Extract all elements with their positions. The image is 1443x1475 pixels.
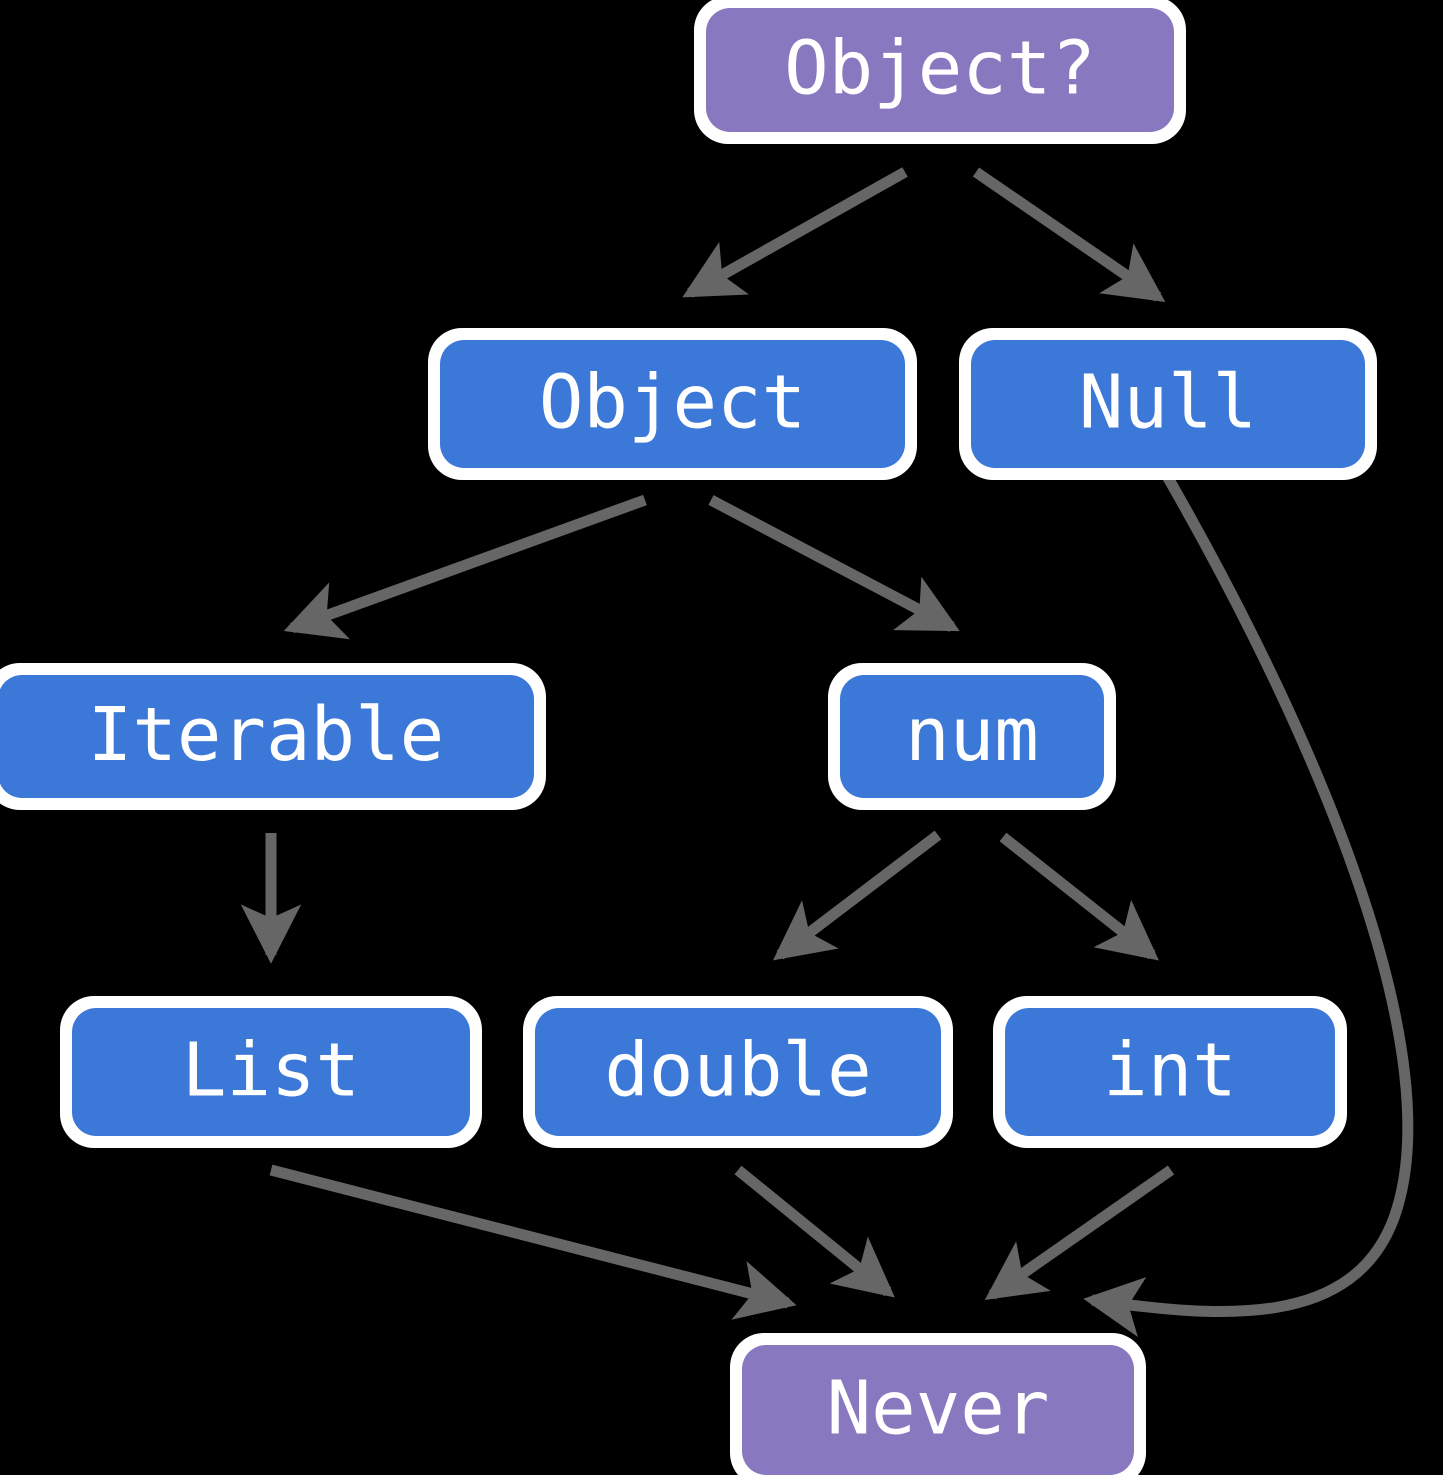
node-label-iterable: Iterable	[88, 692, 444, 778]
node-double[interactable]: double	[523, 996, 953, 1148]
node-never[interactable]: Never	[730, 1333, 1146, 1475]
edge-double-never	[734, 1165, 895, 1298]
node-iterable[interactable]: Iterable	[0, 663, 546, 810]
node-list[interactable]: List	[60, 996, 482, 1148]
node-body-list	[72, 1008, 470, 1136]
edge-num-int	[999, 832, 1159, 961]
edge-num-double	[772, 830, 942, 961]
node-label-list: List	[182, 1028, 360, 1114]
node-label-never: Never	[827, 1366, 1050, 1452]
edge-object-iterable	[283, 494, 647, 640]
node-num[interactable]: num	[828, 663, 1116, 810]
node-body-double	[535, 1008, 941, 1136]
node-label-double: double	[604, 1028, 871, 1114]
node-label-num: num	[905, 692, 1039, 778]
node-label-object: Object	[539, 360, 806, 446]
node-body-never	[742, 1345, 1134, 1475]
node-label-null: Null	[1079, 360, 1257, 446]
node-label-int: int	[1103, 1028, 1237, 1114]
node-body-object_nullable	[706, 8, 1174, 132]
node-label-object_nullable: Object?	[784, 26, 1096, 112]
node-body-object	[440, 340, 905, 468]
node-body-int	[1005, 1008, 1335, 1136]
edge-int-never	[984, 1165, 1175, 1301]
node-body-num	[840, 675, 1104, 798]
edge-object-num	[708, 495, 960, 632]
edge-null-never	[1083, 473, 1414, 1337]
edge-list-never	[269, 1164, 797, 1320]
edge-object_nullable-null	[972, 167, 1166, 302]
node-object[interactable]: Object	[428, 328, 917, 480]
node-object_nullable[interactable]: Object?	[694, 0, 1186, 144]
node-body-null	[971, 340, 1365, 468]
node-null[interactable]: Null	[959, 328, 1377, 480]
edges-layer	[240, 167, 1414, 1337]
node-body-iterable	[0, 675, 534, 798]
node-int[interactable]: int	[993, 996, 1347, 1148]
edge-object_nullable-object	[682, 167, 908, 298]
